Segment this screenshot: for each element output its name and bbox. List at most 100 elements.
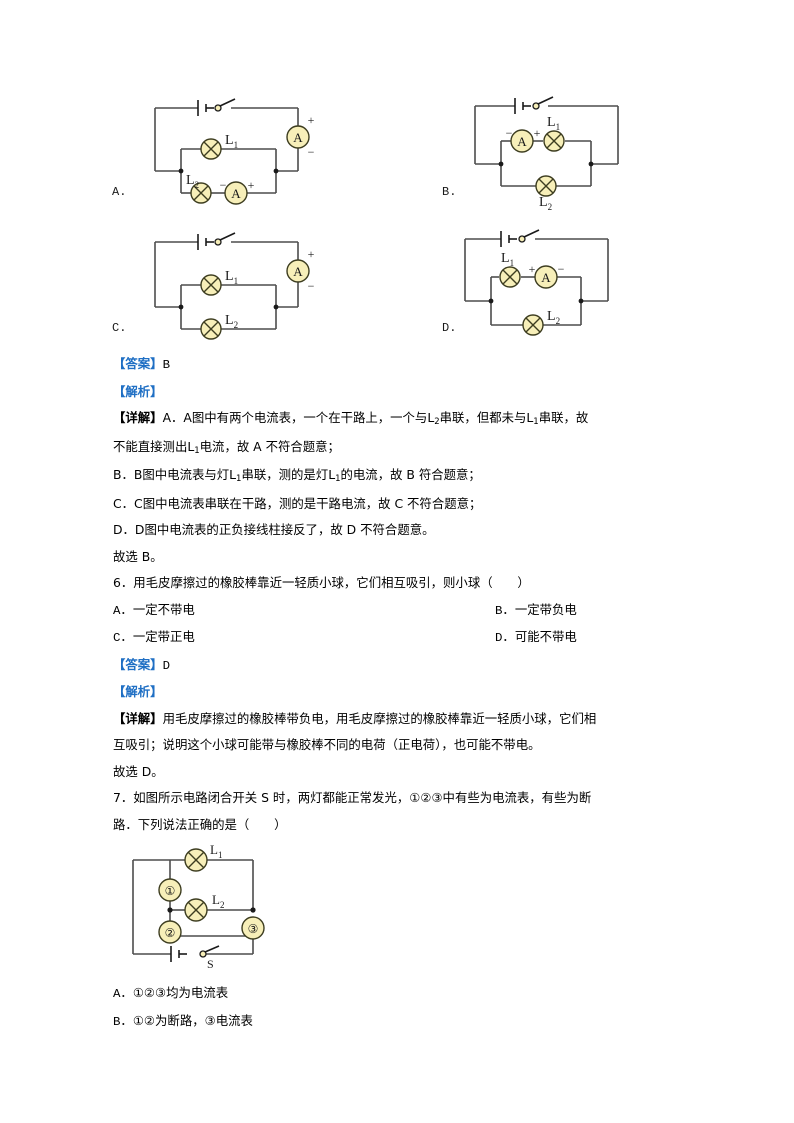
lamp-l2-icon: [535, 175, 557, 197]
q6-analysis-line: 【解析】: [113, 679, 693, 706]
question6-options-row-1: A．一定不带电 B．一定带负电: [113, 597, 693, 625]
question6-stem: 6．用毛皮摩擦过的橡胶棒靠近一轻质小球，它们相互吸引，则小球（ ）: [113, 570, 693, 597]
q7-lamp-l1-label: L1: [210, 842, 222, 860]
switch-icon: [518, 229, 540, 243]
option-b-text: 一定带负电: [514, 601, 577, 617]
q5-detail-line-2: 不能直接测出L1电流，故 A 不符合题意；: [113, 434, 693, 463]
answer-tag: 【答案】: [113, 356, 163, 371]
detail-1c: 串联，故: [538, 410, 589, 425]
option-b-text: ①②为断路，③电流表: [132, 1012, 253, 1028]
lamp-l1-icon: [499, 266, 521, 288]
detail-lamp1-ref: L1: [526, 410, 539, 427]
detail-1a: A．A图中有两个电流表，一个在干路上，一个与: [162, 410, 428, 425]
q5-detail-b: B．B图中电流表与灯L1串联，测的是灯L1的电流，故 B 符合题意；: [113, 462, 693, 491]
detail-1b: 串联，但都未与: [439, 410, 527, 425]
q6-detail-line-2: 互吸引；说明这个小球可能带与橡胶棒不同的电荷（正电荷），也可能不带电。: [113, 737, 541, 752]
switch-label: S: [207, 957, 214, 971]
question5-answer-block: 【答案】B 【解析】 【详解】A．A图中有两个电流表，一个在干路上，一个与L2串…: [113, 351, 693, 570]
question7-option-a[interactable]: A．①②③均为电流表: [113, 980, 228, 1008]
detail-b-lamp1-2: L1: [328, 467, 341, 484]
lamp-l1-label: L1: [225, 133, 238, 150]
question6-option-d[interactable]: D．可能不带电: [495, 624, 693, 652]
node-3-label: ③: [248, 922, 259, 936]
switch-icon: [532, 96, 554, 110]
option-c-key: C．: [113, 631, 133, 645]
choice-figure-c: A + − L1 L2: [112, 229, 343, 344]
circuit-diagram-b: A − + L1: [474, 96, 619, 212]
option-d-key: D．: [495, 631, 515, 645]
option-b-key: B．: [113, 1014, 133, 1029]
q5-detail-line-1: 【详解】A．A图中有两个电流表，一个在干路上，一个与L2串联，但都未与L1串联，…: [113, 405, 693, 434]
option-c-text: 一定带正电: [132, 629, 195, 644]
lamp-l1-icon: [184, 848, 208, 872]
q6-answer-line: 【答案】D: [113, 652, 693, 680]
question5-choice-figures: A + − L1: [112, 86, 693, 351]
option-a-key: A．: [113, 987, 133, 1001]
ammeter-minus-label: −: [308, 145, 315, 159]
choice-label-b: B.: [442, 185, 457, 199]
lamp-l2-icon: [522, 314, 544, 336]
q5-detail-d: D．D图中电流表的正负接线柱接反了，故 D 不符合题意。: [113, 522, 435, 537]
choice-label-d: D.: [442, 321, 457, 335]
detail-2b: 电流，故 A 不符合题意；: [199, 438, 340, 454]
lamp-l2-label: L2: [186, 173, 199, 190]
lamp-l2-icon: [200, 318, 222, 340]
question7-block: 7．如图所示电路闭合开关 S 时，两灯都能正常发光，①②③中有些为电流表，有些为…: [113, 785, 693, 1035]
lamp-l2-icon: [190, 182, 212, 204]
lamp-l1-icon: [543, 130, 565, 152]
node-2-circle: [158, 920, 182, 944]
question7-stem-line-2: 路．下列说法正确的是（ ）: [113, 816, 287, 832]
detail-2a: 不能直接测出: [113, 438, 188, 454]
question6-option-b[interactable]: B．一定带负电: [495, 597, 693, 625]
question7-stem-text-1: 如图所示电路闭合开关 S 时，两灯都能正常发光，①②③中有些为电流表，有些为断: [133, 790, 592, 805]
question6-option-a[interactable]: A．一定不带电: [113, 597, 495, 625]
lamp-l1-label: L1: [501, 251, 514, 268]
ammeter-letter: A: [293, 130, 303, 145]
circuit-diagram-q7: L1 L2 ① ②: [132, 842, 265, 971]
ammeter-plus-label: +: [308, 247, 315, 261]
detail-tag: 【详解】: [113, 710, 163, 726]
battery-icon: [170, 946, 187, 962]
q5-conclusion: 故选 B。: [113, 548, 163, 564]
option-a-text: 一定不带电: [132, 601, 195, 617]
question7-option-b-row: B．①②为断路，③电流表: [113, 1008, 693, 1036]
question6-option-c[interactable]: C．一定带正电: [113, 624, 495, 652]
q6-detail-line-1: 【详解】用毛皮摩擦过的橡胶棒带负电，用毛皮摩擦过的橡胶棒靠近一轻质小球，它们相: [113, 706, 693, 733]
question7-figure: L1 L2 ① ②: [123, 842, 693, 972]
node-1-circle: [158, 878, 182, 902]
option-d-text: 可能不带电: [514, 629, 577, 644]
circuit-diagram-a: A + − L1: [154, 98, 315, 205]
detail-b-lamp1: L1: [229, 467, 242, 484]
ammeter2-minus-label: −: [220, 178, 227, 192]
lamp-l2-label: L2: [539, 195, 552, 212]
ammeter-plus-label: +: [308, 113, 315, 127]
detail-lamp1-ref-2: L1: [187, 438, 200, 456]
question7-option-b[interactable]: B．①②为断路，③电流表: [113, 1008, 253, 1036]
node-1-label: ①: [165, 884, 176, 898]
q5-detail-c: C．C图中电流表串联在干路，测的是干路电流，故 C 不符合题意；: [113, 495, 482, 511]
choice-label-a: A.: [112, 185, 127, 199]
detail-lamp2-ref: L2: [427, 410, 440, 427]
detail-tag: 【详解】: [113, 410, 163, 425]
choice-figure-a: A + − L1: [112, 86, 343, 206]
answer-value: B: [162, 358, 170, 372]
lamp-l1-icon: [200, 138, 222, 160]
detail-b1: B．B图中电流表与灯: [113, 467, 230, 482]
analysis-tag: 【解析】: [113, 684, 163, 699]
ammeter-minus-label: −: [506, 126, 513, 140]
detail-b3: 的电流，故 B 符合题意；: [340, 467, 481, 482]
option-a-text: ①②③均为电流表: [132, 985, 229, 1000]
q6-conclusion: 故选 D。: [113, 763, 164, 779]
q6-detail-1: 用毛皮摩擦过的橡胶棒带负电，用毛皮摩擦过的橡胶棒靠近一轻质小球，它们相: [162, 710, 597, 726]
switch-icon: [214, 232, 236, 246]
analysis-tag: 【解析】: [113, 383, 163, 399]
question6-block: 6．用毛皮摩擦过的橡胶棒靠近一轻质小球，它们相互吸引，则小球（ ） A．一定不带…: [113, 570, 693, 652]
choice-label-c: C.: [112, 321, 127, 335]
detail-b2: 串联，测的是灯: [241, 467, 329, 482]
lamp-l2-label: L2: [547, 309, 560, 326]
lamp-l2-label: L2: [225, 313, 238, 330]
switch-icon: [214, 98, 236, 112]
q5-analysis-line: 【解析】: [113, 379, 693, 406]
answer-tag: 【答案】: [113, 656, 163, 672]
